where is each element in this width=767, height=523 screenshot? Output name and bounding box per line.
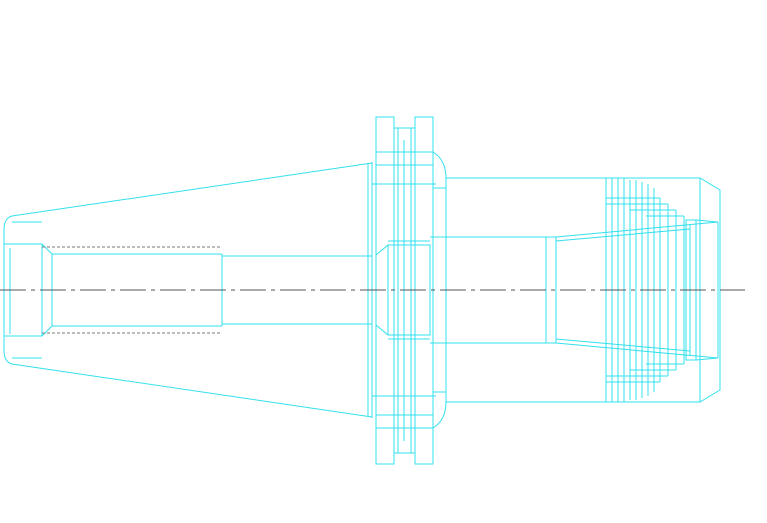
taper-chamfer — [41, 243, 53, 255]
nut-front-line — [695, 357, 719, 361]
body — [430, 151, 606, 429]
nut-front-line — [695, 219, 719, 223]
collet-taper-line — [555, 342, 719, 359]
collet-taper-line — [555, 221, 719, 238]
flange-bore — [387, 244, 431, 336]
bore-chamfer — [375, 324, 389, 336]
taper-chamfer — [41, 325, 53, 337]
bore-chamfer — [375, 244, 389, 256]
